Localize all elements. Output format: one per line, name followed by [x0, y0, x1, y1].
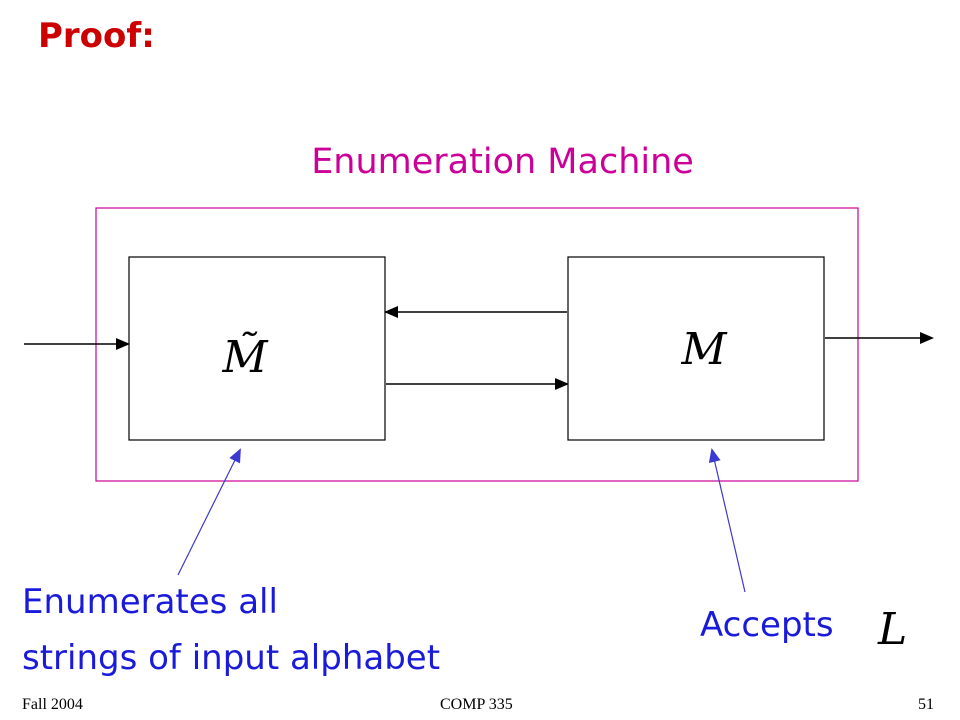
enumerator-caption-line1: Enumerates all — [22, 582, 278, 622]
footer-left: Fall 2004 — [22, 696, 83, 713]
footer-center: COMP 335 — [440, 696, 513, 713]
enumerator-box — [128, 256, 386, 441]
language-symbol: L — [878, 604, 908, 655]
enumeration-machine-label: Enumeration Machine — [311, 142, 694, 182]
acceptor-box — [567, 256, 825, 441]
enumerator-symbol: M̃ — [221, 330, 268, 383]
footer-page-number: 51 — [918, 696, 934, 713]
acceptor-caption: Accepts — [700, 605, 834, 645]
slide-title: Proof: — [38, 16, 155, 56]
enumerator-pointer-line — [177, 448, 241, 576]
enumerator-caption-line2: strings of input alphabet — [22, 638, 441, 678]
acceptor-symbol: M — [680, 324, 727, 375]
acceptor-pointer-line — [708, 448, 746, 593]
